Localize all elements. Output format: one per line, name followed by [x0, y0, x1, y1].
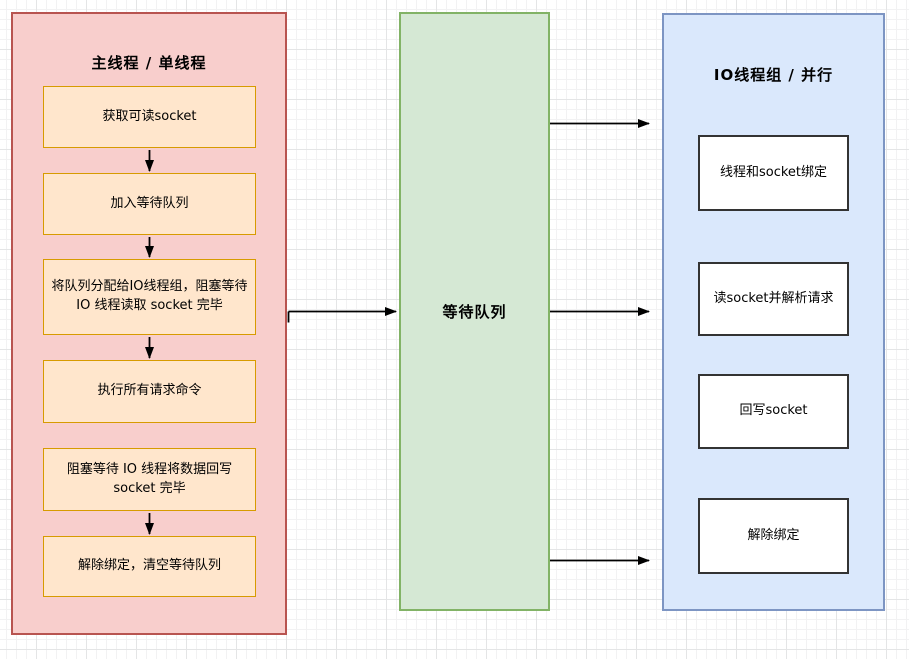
- step-assign-queue-to-io-threads: 将队列分配给IO线程组，阻塞等待 IO 线程读取 socket 完毕: [43, 259, 256, 335]
- task-bind-thread-socket: 线程和socket绑定: [698, 135, 849, 211]
- step-execute-all-commands: 执行所有请求命令: [43, 360, 256, 423]
- io-thread-group-title: IO线程组 / 并行: [713, 66, 834, 84]
- wait-queue-label: 等待队列: [442, 303, 507, 321]
- step-unbind-clear-queue: 解除绑定，清空等待队列: [43, 536, 256, 597]
- task-write-back-socket: 回写socket: [698, 374, 849, 449]
- io-thread-group-container: IO线程组 / 并行 线程和socket绑定 读socket并解析请求 回写so…: [662, 13, 885, 611]
- task-read-socket-parse-request: 读socket并解析请求: [698, 262, 849, 336]
- main-thread-title: 主线程 / 单线程: [91, 54, 207, 72]
- step-join-wait-queue: 加入等待队列: [43, 173, 256, 235]
- step-block-wait-writeback: 阻塞等待 IO 线程将数据回写 socket 完毕: [43, 448, 256, 511]
- wait-queue-box: 等待队列: [399, 12, 550, 611]
- task-unbind: 解除绑定: [698, 498, 849, 574]
- main-thread-container: 主线程 / 单线程 获取可读socket 加入等待队列 将队列分配给IO线程组，…: [11, 12, 287, 635]
- step-get-readable-socket: 获取可读socket: [43, 86, 256, 148]
